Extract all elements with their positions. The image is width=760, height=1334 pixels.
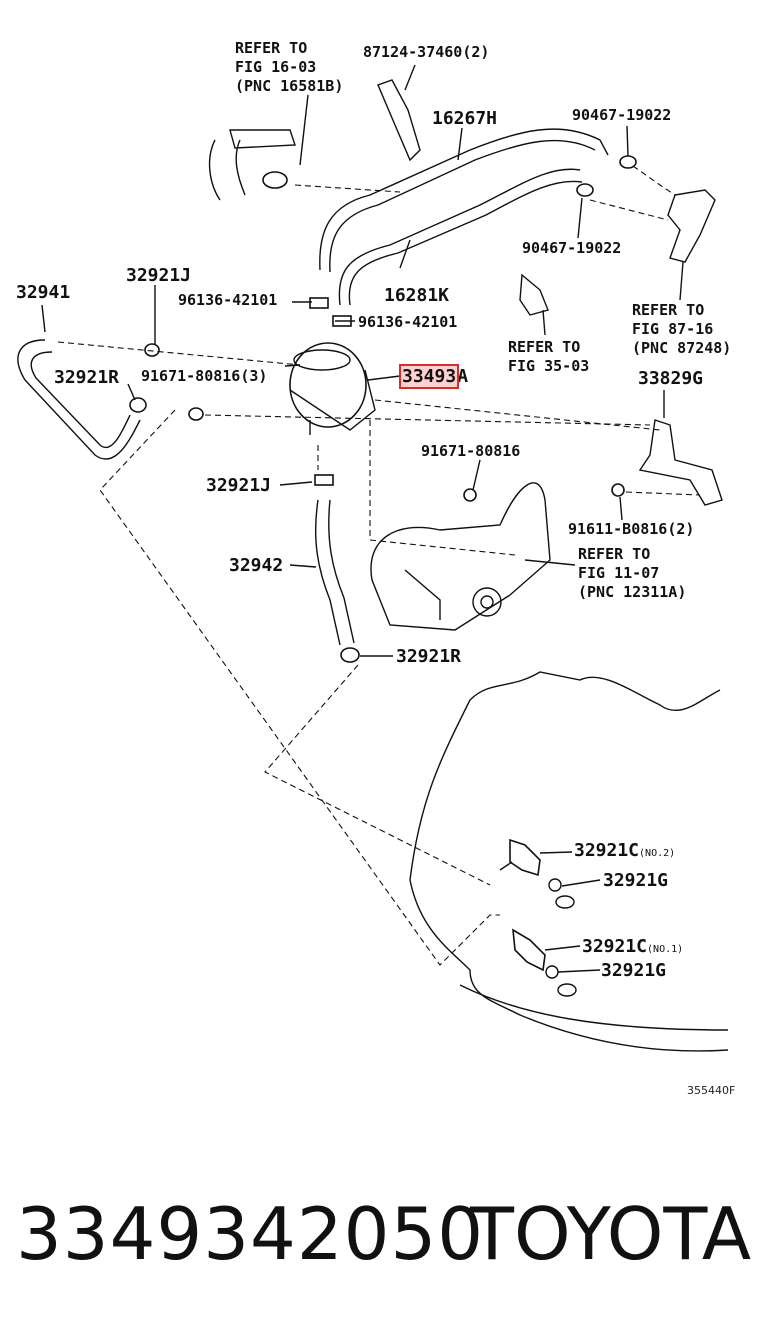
- parts-diagram: REFER TO FIG 16-03 (PNC 16581B) 87124-37…: [16, 39, 732, 1052]
- label-16267h[interactable]: 16267H: [432, 108, 498, 129]
- label-96136-42101-left[interactable]: 96136-42101: [178, 291, 278, 309]
- connector-32921c-no1: [512, 928, 546, 972]
- label-91611-b0816-2[interactable]: 91611-B0816(2): [568, 520, 695, 538]
- diagram-code: 355440F: [687, 1084, 736, 1097]
- label-32941[interactable]: 32941: [16, 282, 71, 303]
- clamp-icon: [262, 171, 288, 189]
- label-32921j-bottom[interactable]: 32921J: [206, 475, 272, 496]
- label-33829g[interactable]: 33829G: [638, 368, 704, 389]
- bracket-33829g: [638, 419, 723, 506]
- hose-16267h: [319, 128, 609, 271]
- diagram-drawing: [17, 64, 729, 1052]
- engine-bracket: [370, 482, 551, 631]
- label-90467-19022-top[interactable]: 90467-19022: [572, 106, 672, 124]
- label-91671-80816-3[interactable]: 91671-80816(3): [141, 367, 268, 385]
- footer-part-number: 3349342050: [16, 1192, 485, 1276]
- label-33493a[interactable]: 33493A: [398, 364, 469, 389]
- label-32921j-top[interactable]: 32921J: [126, 265, 192, 286]
- refer-fig-87-16-line1: REFER TO: [632, 301, 705, 319]
- connector-32921c-no2: [509, 838, 541, 877]
- pipe-fitting-87248: [667, 189, 716, 263]
- refer-fig-16-03-line2: FIG 16-03: [235, 58, 317, 76]
- label-32921r-left[interactable]: 32921R: [54, 367, 120, 388]
- bracket-87124: [377, 79, 421, 162]
- label-32921g-top[interactable]: 32921G: [603, 870, 669, 891]
- hose-16281k: [338, 168, 581, 306]
- label-32921c-no1[interactable]: 32921C(NO.1): [582, 938, 683, 956]
- label-32921c-no1-note: (NO.1): [647, 944, 684, 955]
- refer-fig-87-16-line3[interactable]: (PNC 87248): [632, 339, 732, 357]
- label-32942[interactable]: 32942: [229, 555, 284, 576]
- label-32921c-no2-note: (NO.2): [639, 848, 676, 859]
- label-32921g-bottom[interactable]: 32921G: [601, 960, 667, 981]
- label-91671-80816[interactable]: 91671-80816: [421, 442, 521, 460]
- label-90467-19022-mid[interactable]: 90467-19022: [522, 239, 622, 257]
- refer-fig-11-07-line1: REFER TO: [578, 545, 651, 563]
- label-16281k[interactable]: 16281K: [384, 285, 450, 306]
- label-32921c-no1-number[interactable]: 32921C: [582, 936, 648, 957]
- label-32921c-no2[interactable]: 32921C(NO.2): [574, 842, 675, 860]
- hose-32941: [17, 339, 141, 460]
- footer-brand: TOYOTA: [470, 1192, 752, 1276]
- label-96136-42101-right[interactable]: 96136-42101: [358, 313, 458, 331]
- refer-fig-11-07-line2: FIG 11-07: [578, 564, 660, 582]
- canister-33493a: [289, 342, 367, 428]
- label-32921c-no2-number[interactable]: 32921C: [574, 840, 640, 861]
- refer-fig-16-03-line3[interactable]: (PNC 16581B): [235, 77, 344, 95]
- label-87124-37460[interactable]: 87124-37460(2): [363, 43, 490, 61]
- refer-fig-11-07-line3[interactable]: (PNC 12311A): [578, 583, 687, 601]
- label-32921r-bottom[interactable]: 32921R: [396, 646, 462, 667]
- refer-fig-87-16-line2: FIG 87-16: [632, 320, 714, 338]
- refer-fig-35-03-line2[interactable]: FIG 35-03: [508, 357, 590, 375]
- label-33493a-suffix: A: [457, 366, 469, 387]
- engine-outline: [409, 671, 729, 1052]
- hose-32942: [314, 499, 341, 646]
- refer-fig-16-03-line1: REFER TO: [235, 39, 308, 57]
- highlighted-part-number[interactable]: 33493: [398, 364, 460, 389]
- refer-fig-35-03-line1: REFER TO: [508, 338, 581, 356]
